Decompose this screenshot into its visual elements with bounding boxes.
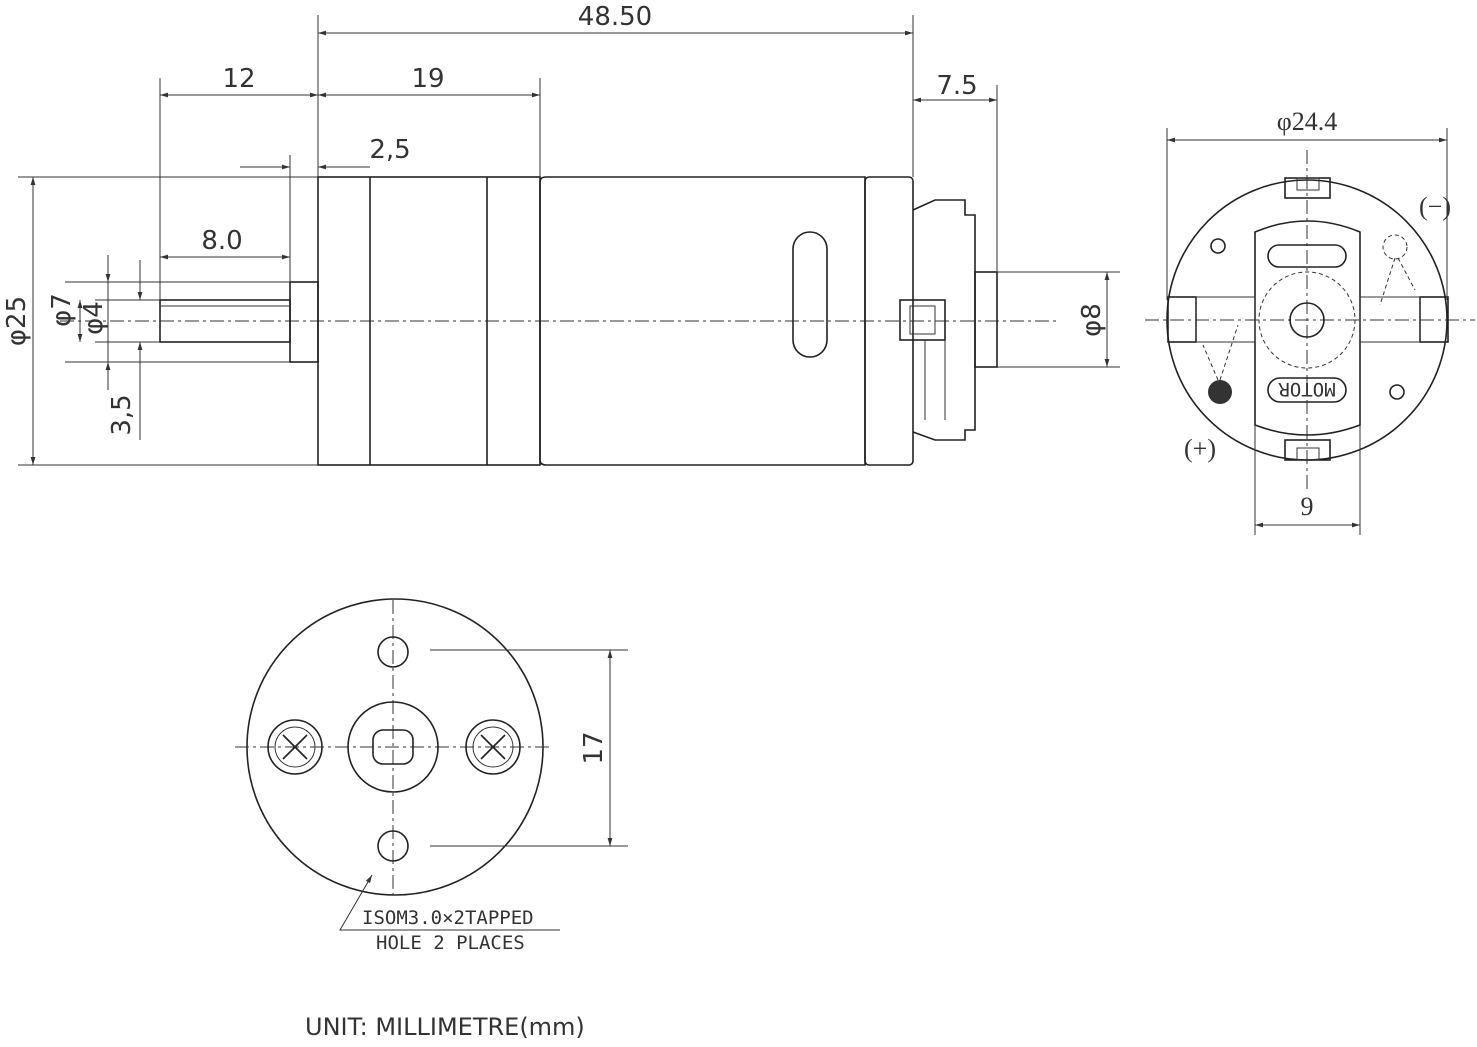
output-shaft — [159, 299, 291, 343]
shaft-diameter-label: φ4 — [79, 301, 109, 335]
flat-depth-label: 3,5 — [107, 394, 137, 435]
shaft-length-label: 12 — [222, 64, 255, 94]
side-view: 48.50 12 19 7.5 2,5 8.0 φ25 φ7 φ4 3,5 φ8 — [2, 2, 1120, 466]
rear-diameter-label: φ24.4 — [1277, 107, 1338, 136]
body-diameter-label: φ25 — [2, 296, 32, 346]
boss-length-label: 2,5 — [369, 135, 410, 165]
boss-diameter-label: φ7 — [47, 293, 77, 327]
front-view: 17 ISOM3.0×2TAPPED HOLE 2 PLACES — [235, 598, 628, 954]
overall-length-label: 48.50 — [578, 2, 652, 32]
negative-terminal-label: (−) — [1419, 192, 1451, 221]
gearbox-length-label: 19 — [411, 64, 444, 94]
unit-note: UNIT: MILLIMETRE(mm) — [305, 1013, 585, 1041]
shaft-boss — [289, 281, 319, 363]
note-line-1: ISOM3.0×2TAPPED — [362, 907, 534, 929]
motor-can — [539, 176, 866, 466]
rear-boss-length-label: 7.5 — [936, 71, 977, 101]
rear-bearing-diameter-label: φ8 — [1077, 303, 1107, 337]
vent-slot — [792, 231, 828, 358]
rear-view: MOTOR φ24.4 (−) (+) 9 — [1145, 107, 1475, 535]
positive-terminal-label: (+) — [1184, 434, 1216, 463]
flat-length-label: 8.0 — [201, 226, 242, 256]
hole-spacing-label: 17 — [579, 731, 609, 764]
note-line-2: HOLE 2 PLACES — [376, 932, 525, 954]
motor-label: MOTOR — [1278, 378, 1336, 400]
terminal-width-label: 9 — [1301, 492, 1314, 521]
